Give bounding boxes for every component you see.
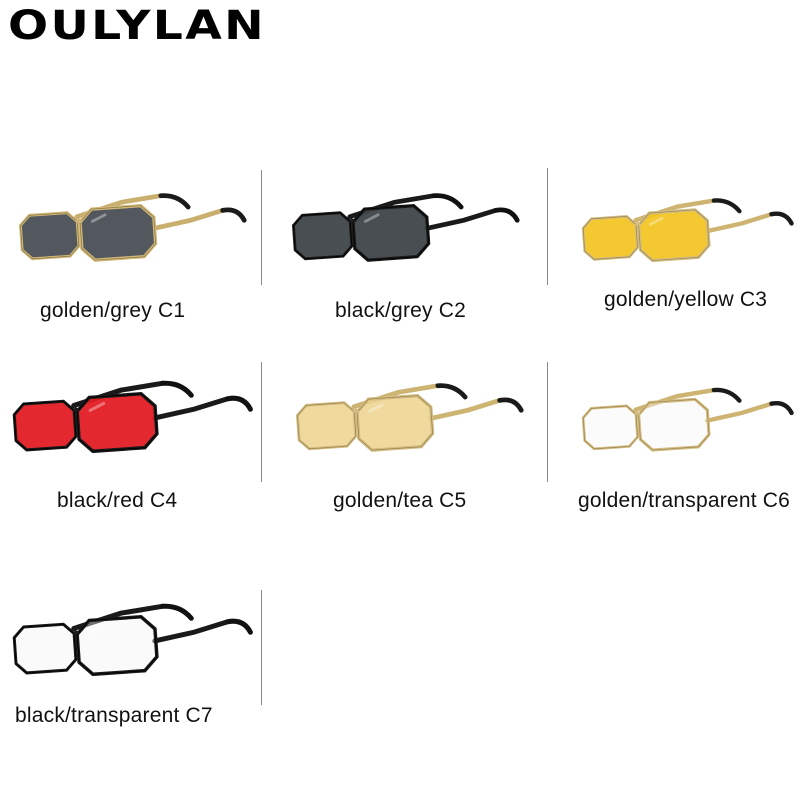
right-lens-edge <box>352 205 430 261</box>
lens-glare <box>648 406 664 416</box>
near-temple-tip <box>769 211 794 226</box>
left-lens <box>12 399 78 452</box>
column-divider <box>261 362 262 482</box>
right-lens <box>75 392 159 454</box>
far-temple-tip <box>159 380 194 398</box>
right-lens-edge <box>79 205 157 261</box>
lens-glare <box>88 401 106 412</box>
left-lens <box>12 622 78 675</box>
nose-bridge <box>75 218 83 223</box>
nose-bridge <box>634 221 641 226</box>
left-lens-edge <box>297 402 357 450</box>
far-temple-tip <box>711 387 742 403</box>
nose-bridge <box>348 218 356 223</box>
glasses-drawing <box>12 603 253 677</box>
right-lens-edge <box>76 616 158 675</box>
lens-glare <box>363 213 380 223</box>
far-temple-tip <box>435 383 468 400</box>
black-red-glasses-icon <box>5 372 260 467</box>
near-temple-tip <box>769 401 794 416</box>
far-temple-arm <box>633 387 717 412</box>
nose-bridge <box>72 630 80 636</box>
golden-yellow-glasses-icon <box>575 190 800 275</box>
near-temple-tip <box>493 207 520 223</box>
golden-transparent-glasses-icon <box>575 378 800 466</box>
left-lens-edge <box>582 216 638 260</box>
left-lens-edge <box>13 400 77 451</box>
right-lens <box>637 208 711 263</box>
glasses-group <box>12 603 253 677</box>
left-lens <box>581 404 639 451</box>
near-temple-tip <box>497 397 524 413</box>
far-temple-tip <box>158 193 191 210</box>
near-temple-arm <box>151 208 225 231</box>
glasses-drawing <box>18 193 247 262</box>
variant-label: golden/tea C5 <box>333 489 467 512</box>
variant-label: golden/yellow C3 <box>604 288 768 311</box>
glasses-group <box>581 198 794 263</box>
column-divider <box>261 170 262 285</box>
lens-glare <box>648 217 664 226</box>
golden-tea-glasses-icon <box>282 375 537 465</box>
near-temple-tip <box>225 618 253 635</box>
glasses-drawing <box>295 383 524 452</box>
variant-label: golden/transparent C6 <box>578 489 791 512</box>
far-temple-tip <box>159 603 194 621</box>
right-lens-edge <box>638 209 710 261</box>
near-temple-arm <box>152 619 231 644</box>
left-lens <box>291 211 354 261</box>
nose-bridge <box>72 407 80 413</box>
right-lens-edge <box>76 393 158 452</box>
near-temple-arm <box>152 396 231 421</box>
column-divider <box>261 590 262 705</box>
far-temple-tip <box>431 193 464 210</box>
right-lens <box>637 397 711 452</box>
far-temple-tip <box>711 198 742 214</box>
variant-label: black/red C4 <box>57 489 178 512</box>
column-divider <box>547 168 548 285</box>
right-lens <box>355 393 435 452</box>
lens-glare <box>90 213 107 223</box>
near-temple-tip <box>225 395 253 412</box>
variant-label: black/grey C2 <box>335 299 466 322</box>
left-lens-edge <box>582 405 638 450</box>
near-temple-tip <box>220 207 247 223</box>
glasses-drawing <box>291 193 520 262</box>
lens-glare <box>88 624 106 635</box>
right-lens-edge <box>356 395 434 451</box>
black-transparent-glasses-icon <box>5 595 260 690</box>
variant-label: black/transparent C7 <box>15 704 213 727</box>
right-lens <box>78 203 158 262</box>
glasses-group <box>291 193 520 262</box>
black-grey-glasses-icon <box>278 185 533 275</box>
far-temple-arm <box>71 603 165 632</box>
left-lens-edge <box>20 212 80 260</box>
right-lens <box>75 615 159 677</box>
left-lens-edge <box>293 212 353 260</box>
golden-grey-glasses-icon <box>5 185 260 275</box>
near-temple-arm <box>428 398 502 421</box>
left-lens <box>581 215 639 261</box>
near-temple-arm <box>424 208 498 231</box>
left-lens <box>18 211 81 261</box>
variant-label: golden/grey C1 <box>40 299 186 322</box>
glasses-group <box>18 193 247 262</box>
glasses-group <box>12 380 253 454</box>
glasses-drawing <box>581 198 794 263</box>
left-lens-edge <box>13 623 77 674</box>
nose-bridge <box>352 408 360 413</box>
right-lens-edge <box>638 398 710 451</box>
glasses-drawing <box>12 380 253 454</box>
glasses-drawing <box>581 387 794 452</box>
glasses-group <box>295 383 524 452</box>
near-temple-arm <box>704 401 774 423</box>
nose-bridge <box>634 411 641 416</box>
right-lens <box>351 203 431 262</box>
brand-logo: OULYLAN <box>8 3 266 49</box>
near-temple-arm <box>704 212 774 234</box>
glasses-group <box>581 387 794 452</box>
left-lens <box>295 401 358 451</box>
lens-glare <box>367 403 384 413</box>
column-divider <box>547 362 548 482</box>
